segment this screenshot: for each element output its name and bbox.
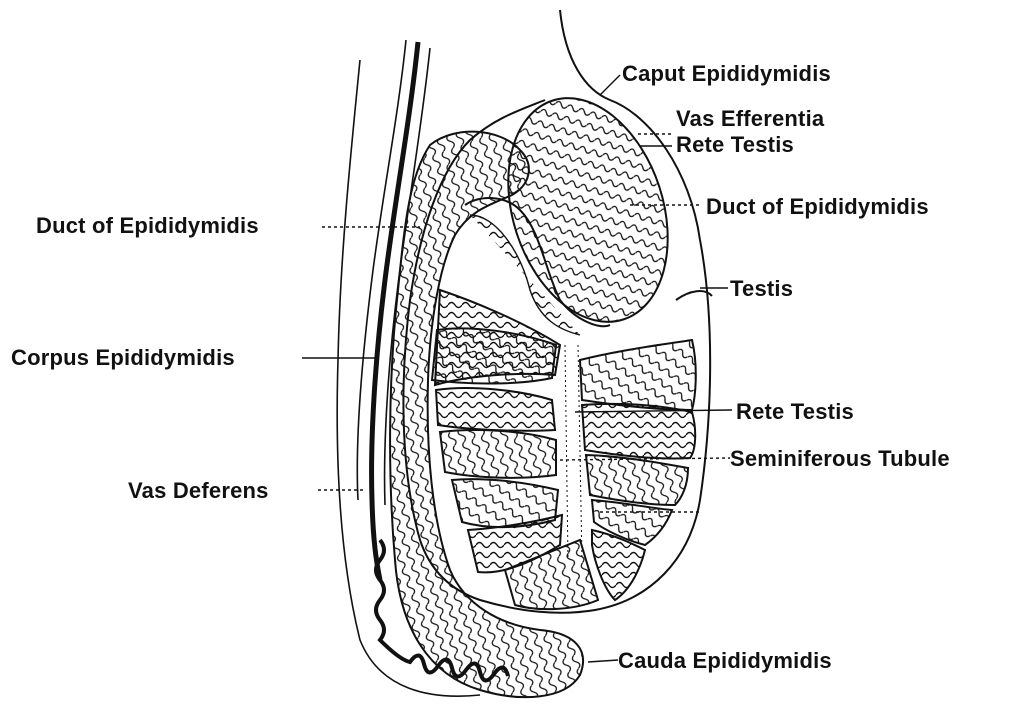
label-vas-efferentia: Vas Efferentia <box>676 108 824 130</box>
label-cauda-epididymidis: Cauda Epididymidis <box>618 650 832 672</box>
lobules-right <box>580 340 696 600</box>
label-duct-of-epididymidis-left: Duct of Epididymidis <box>36 215 259 237</box>
label-corpus-epididymidis: Corpus Epididymidis <box>11 347 235 369</box>
label-rete-testis-top: Rete Testis <box>676 134 794 156</box>
label-vas-deferens: Vas Deferens <box>128 480 269 502</box>
mediastinum <box>565 345 568 560</box>
label-duct-of-epididymidis-right: Duct of Epididymidis <box>706 196 929 218</box>
label-caput-epididymidis: Caput Epididymidis <box>622 63 831 85</box>
caput-oval <box>481 77 695 342</box>
label-rete-testis-mid: Rete Testis <box>736 401 854 423</box>
label-testis: Testis <box>730 278 793 300</box>
lobules-left <box>432 290 598 609</box>
label-seminiferous-tubule: Seminiferous Tubule <box>730 448 950 470</box>
